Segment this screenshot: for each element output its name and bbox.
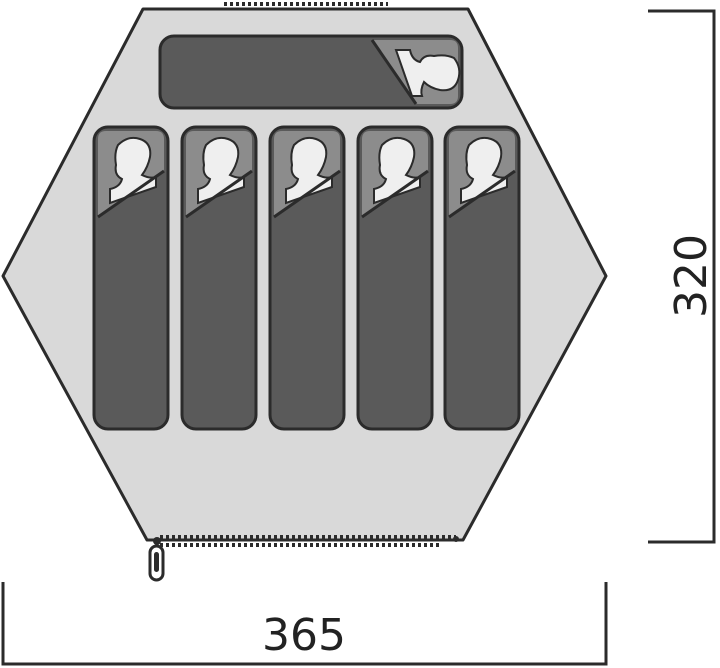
sleeping-bag-person-icon xyxy=(443,125,521,431)
depth-label: 320 xyxy=(666,234,717,318)
depth-dimension: 320 xyxy=(648,9,717,544)
door-zipper xyxy=(160,535,459,547)
sleeping-bag-person-icon xyxy=(92,125,170,431)
sleeping-bag-person-icon xyxy=(268,125,346,431)
width-dimension: 365 xyxy=(1,582,608,666)
sleeping-bag-person-icon xyxy=(180,125,258,431)
sleeping-bag-person-icon xyxy=(158,34,464,110)
sleeping-bags xyxy=(92,34,521,431)
width-label: 365 xyxy=(262,610,346,661)
sleeping-bag-person-icon xyxy=(356,125,434,431)
zipper-pull-icon xyxy=(148,537,165,582)
